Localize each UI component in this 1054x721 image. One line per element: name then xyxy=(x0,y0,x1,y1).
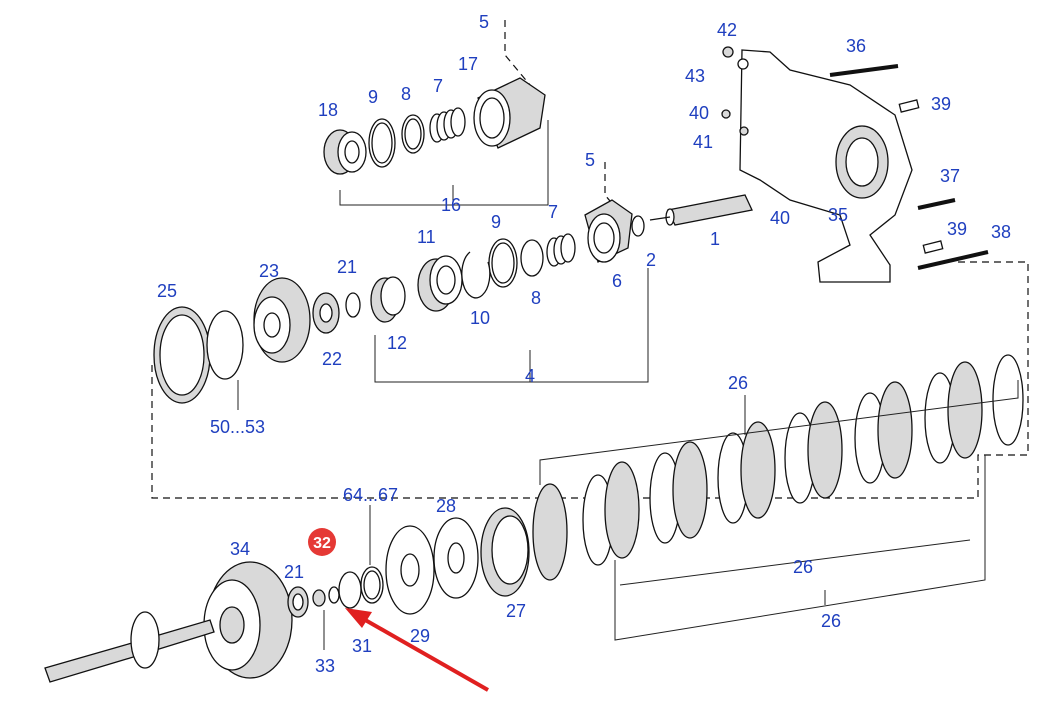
badge-32-label: 32 xyxy=(313,535,331,552)
part-17-housing xyxy=(473,77,546,149)
label-37: 37 xyxy=(940,166,960,186)
label-9-top: 9 xyxy=(368,87,378,107)
part-64-67-ring xyxy=(360,566,384,604)
part-9b-ring xyxy=(488,238,518,288)
output-shaft xyxy=(44,611,215,683)
part-23-gear xyxy=(253,277,311,363)
part-27-piston xyxy=(480,507,530,597)
part-50-53-ring xyxy=(206,310,244,380)
part-32-ring xyxy=(328,586,340,604)
label-21-mid: 21 xyxy=(337,257,357,277)
label-5-top: 5 xyxy=(479,12,489,32)
label-36: 36 xyxy=(846,36,866,56)
label-34: 34 xyxy=(230,539,250,559)
part-6-housing xyxy=(584,199,633,263)
part-21-ring xyxy=(345,292,361,318)
label-43: 43 xyxy=(685,66,705,86)
label-25: 25 xyxy=(157,281,177,301)
label-11: 11 xyxy=(417,227,436,247)
label-41: 41 xyxy=(693,132,713,152)
label-18: 18 xyxy=(318,100,338,120)
label-7-top: 7 xyxy=(433,76,443,96)
label-21-bottom: 21 xyxy=(284,562,304,582)
label-29: 29 xyxy=(410,626,430,646)
label-26-mid: 26 xyxy=(793,557,813,577)
part-38-bolt xyxy=(917,250,989,270)
label-31: 31 xyxy=(352,636,372,656)
label-27: 27 xyxy=(506,601,526,621)
part-8b-ring xyxy=(520,239,544,277)
part-42-43-screws xyxy=(721,46,749,136)
part-33-nut xyxy=(312,589,326,607)
part-7b-spring-pack xyxy=(546,233,576,267)
highlight-arrow xyxy=(345,608,489,692)
label-10: 10 xyxy=(470,308,490,328)
part-36-bolt xyxy=(829,64,899,77)
label-8-mid: 8 xyxy=(531,288,541,308)
label-12: 12 xyxy=(387,333,407,353)
part-2-ring xyxy=(631,215,645,237)
label-35: 35 xyxy=(828,205,848,225)
label-6: 6 xyxy=(612,271,622,291)
label-40-top: 40 xyxy=(689,103,709,123)
part-39b-pin xyxy=(922,240,944,254)
label-2: 2 xyxy=(646,250,656,270)
part-11-drum xyxy=(417,255,463,312)
part-25-disc xyxy=(153,306,211,404)
part-37-bolt xyxy=(917,198,956,210)
part-9-ring xyxy=(368,118,396,168)
part-18-bearing xyxy=(323,129,367,175)
part-1-shaft xyxy=(649,194,753,226)
label-26-top: 26 xyxy=(728,373,748,393)
part-labels: 5 17 18 9 8 7 16 42 43 36 40 41 39 5 9 7… xyxy=(157,12,1011,676)
part-22-bearing xyxy=(312,292,340,334)
label-33: 33 xyxy=(315,656,335,676)
label-8-top: 8 xyxy=(401,84,411,104)
label-1: 1 xyxy=(710,229,720,249)
highlight-badge-32: 32 xyxy=(308,528,336,556)
label-23: 23 xyxy=(259,261,279,281)
label-38: 38 xyxy=(991,222,1011,242)
part-21b-bearing xyxy=(287,586,309,618)
label-17: 17 xyxy=(458,54,478,74)
part-7-spring-pack xyxy=(429,107,466,143)
label-28: 28 xyxy=(436,496,456,516)
part-39-pin xyxy=(898,99,920,113)
part-35-main-housing xyxy=(739,49,913,283)
part-12-piston xyxy=(370,276,406,323)
part-31-ring xyxy=(338,571,362,609)
part-34-clutch-housing xyxy=(203,561,293,679)
label-39-mid: 39 xyxy=(947,219,967,239)
part-10-snap-ring xyxy=(461,251,491,299)
dashed-assembly-frame xyxy=(151,20,1029,499)
part-28-plate xyxy=(433,517,479,599)
label-5-mid: 5 xyxy=(585,150,595,170)
label-64-67: 64...67 xyxy=(343,485,398,505)
label-9-mid: 9 xyxy=(491,212,501,232)
label-40-mid: 40 xyxy=(770,208,790,228)
label-22: 22 xyxy=(322,349,342,369)
label-39-top: 39 xyxy=(931,94,951,114)
part-8-ring xyxy=(401,114,425,154)
label-26-bottom: 26 xyxy=(821,611,841,631)
label-4: 4 xyxy=(525,366,535,386)
label-50-53: 50...53 xyxy=(210,417,265,437)
clutch-pack-26 xyxy=(532,354,1024,581)
part-29-plate xyxy=(385,525,435,615)
label-42: 42 xyxy=(717,20,737,40)
label-7-mid: 7 xyxy=(548,202,558,222)
label-16: 16 xyxy=(441,195,461,215)
